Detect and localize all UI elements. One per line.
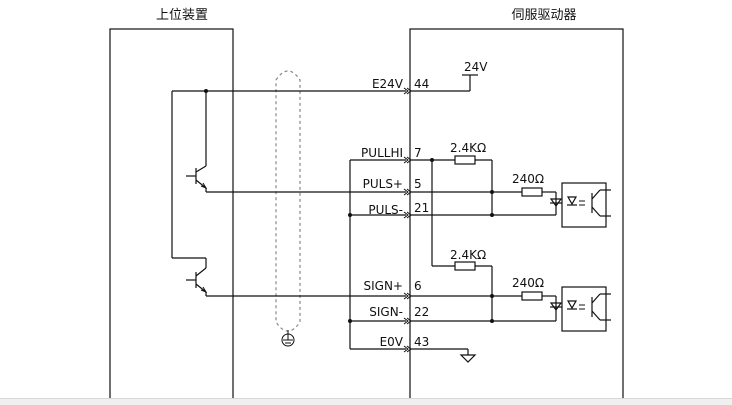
resistor-series-upper-label: 240Ω — [512, 172, 544, 186]
host-device-title: 上位装置 — [156, 8, 208, 23]
signal-puls-pos: PULS+ — [363, 177, 403, 191]
pullhi-e0v-wiring — [348, 159, 406, 350]
pin-7: 7 — [414, 146, 422, 160]
resistor-series-lower-label: 240Ω — [512, 276, 544, 290]
pin-43: 43 — [414, 335, 429, 349]
supply-24v-label: 24V — [464, 60, 488, 74]
signal-pullhi: PULLHI — [361, 146, 403, 160]
signal-puls-neg: PULS- — [368, 203, 403, 217]
signal-sign-neg: SIGN- — [369, 305, 403, 319]
puls-channel-wiring — [410, 158, 556, 266]
signal-sign-pos: SIGN+ — [364, 279, 404, 293]
npn-transistor-icon — [186, 165, 406, 193]
optocoupler-icon — [549, 182, 611, 228]
pin-22: 22 — [414, 305, 429, 319]
bottom-scroll-strip — [0, 398, 732, 405]
host-wiring — [171, 89, 406, 268]
supply-24v — [410, 74, 478, 92]
cable-shield — [275, 70, 301, 347]
optocoupler-icon — [549, 286, 611, 332]
resistor-series-lower — [521, 291, 543, 301]
servo-drive-title: 伺服驱动器 — [511, 8, 576, 23]
pin-21: 21 — [414, 201, 429, 215]
pin-6: 6 — [414, 279, 422, 293]
resistor-series-upper — [521, 187, 543, 197]
resistor-pull-upper — [454, 155, 476, 165]
resistor-pull-lower-label: 2.4KΩ — [450, 248, 486, 262]
resistor-pull-lower — [454, 261, 476, 271]
ground-icon — [410, 348, 477, 363]
servo-drive-box — [409, 28, 624, 400]
npn-transistor-icon — [186, 267, 406, 297]
pin-5: 5 — [414, 177, 422, 191]
signal-e24v: E24V — [372, 77, 404, 91]
pin-44: 44 — [414, 77, 429, 91]
signal-e0v: E0V — [380, 335, 404, 349]
sign-channel-wiring — [410, 265, 556, 323]
resistor-pull-upper-label: 2.4KΩ — [450, 141, 486, 155]
